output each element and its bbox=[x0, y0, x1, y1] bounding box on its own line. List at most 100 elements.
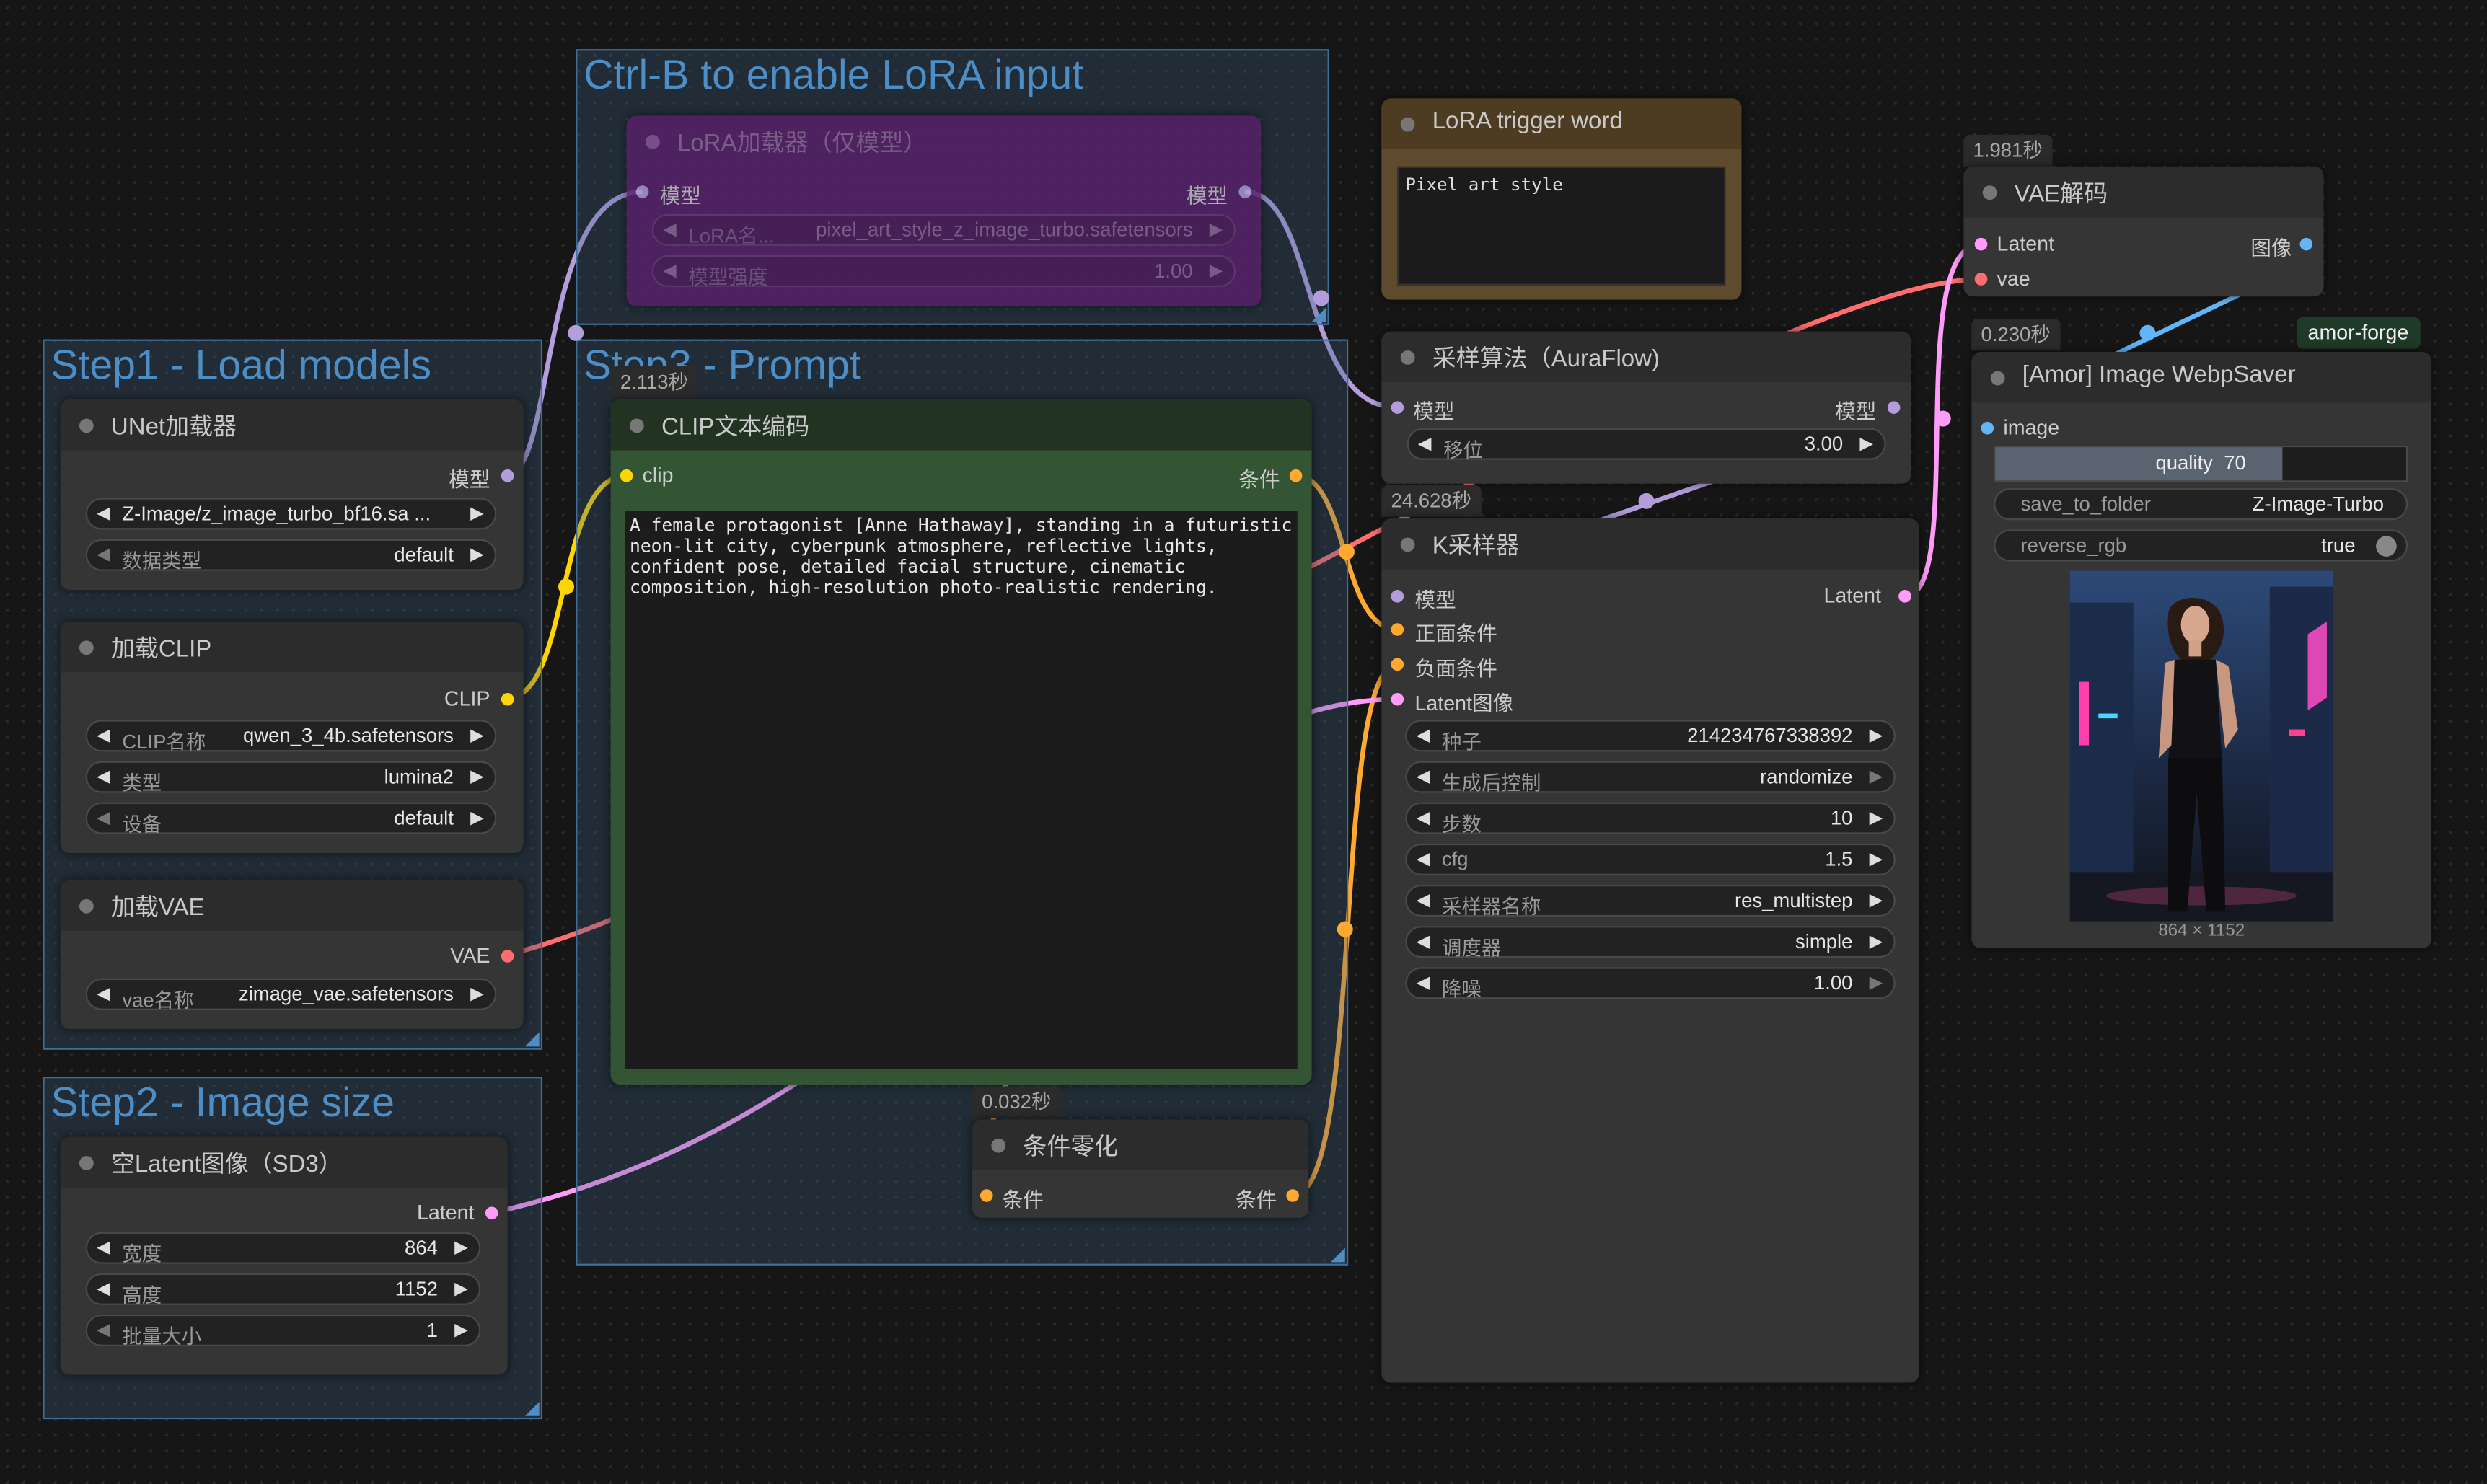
node-ksampler[interactable]: K采样器 模型 正面条件 负面条件 Latent图像 Latent ◀ 种子 2… bbox=[1381, 518, 1919, 1383]
node-vae-decode[interactable]: VAE解码 Latent vae 图像 bbox=[1963, 166, 2324, 297]
output-slot-dot-icon[interactable] bbox=[1289, 469, 1303, 482]
node-header[interactable] bbox=[60, 880, 524, 931]
steps-number[interactable]: ◀ 步数 10 ▶ bbox=[1405, 802, 1896, 836]
node-lora-loader[interactable]: LoRA加载器（仅模型） 模型 模型 ◀ LoRA名... pixel_art_… bbox=[626, 115, 1262, 306]
collapse-dot-icon[interactable] bbox=[1982, 185, 1997, 200]
output-slot-dot-icon[interactable] bbox=[1238, 185, 1252, 198]
arrow-left-icon[interactable]: ◀ bbox=[1416, 973, 1430, 993]
collapse-dot-icon[interactable] bbox=[1400, 350, 1415, 365]
output-slot-dot-icon[interactable] bbox=[501, 950, 514, 963]
arrow-right-icon[interactable]: ▶ bbox=[1869, 767, 1883, 787]
arrow-left-icon[interactable]: ◀ bbox=[97, 1238, 110, 1258]
node-header[interactable] bbox=[972, 1119, 1309, 1170]
arrow-left-icon[interactable]: ◀ bbox=[97, 726, 110, 746]
lora-name-combo[interactable]: ◀ LoRA名... pixel_art_style_z_image_turbo… bbox=[651, 213, 1236, 247]
input-slot-dot-icon[interactable] bbox=[1981, 421, 1994, 435]
clip-name-combo[interactable]: ◀ CLIP名称 qwen_3_4b.safetensors ▶ bbox=[85, 720, 497, 754]
input-slot-dot-icon[interactable] bbox=[620, 469, 633, 482]
clip-type-combo[interactable]: ◀ 类型 lumina2 ▶ bbox=[85, 761, 497, 795]
dtype-combo[interactable]: ◀ 数据类型 default ▶ bbox=[85, 539, 497, 573]
arrow-right-icon[interactable]: ▶ bbox=[470, 808, 484, 828]
clip-device-combo[interactable]: ◀ 设备 default ▶ bbox=[85, 802, 497, 836]
collapse-dot-icon[interactable] bbox=[645, 134, 660, 149]
reverse-rgb-toggle[interactable]: reverse_rgb true bbox=[1994, 529, 2408, 562]
trigger-word-textarea[interactable]: Pixel art style bbox=[1397, 166, 1726, 286]
node-header[interactable] bbox=[1963, 166, 2324, 218]
arrow-left-icon[interactable]: ◀ bbox=[1416, 808, 1430, 828]
arrow-left-icon[interactable]: ◀ bbox=[97, 808, 110, 828]
resize-handle[interactable] bbox=[524, 1032, 540, 1047]
node-unet-loader[interactable]: UNet加载器 模型 ◀ Z-Image/z_image_turbo_bf16.… bbox=[60, 399, 524, 591]
arrow-right-icon[interactable]: ▶ bbox=[1869, 932, 1883, 952]
toggle-knob-icon[interactable] bbox=[2376, 536, 2397, 557]
output-slot-dot-icon[interactable] bbox=[1887, 401, 1901, 414]
arrow-left-icon[interactable]: ◀ bbox=[663, 220, 677, 240]
resize-handle[interactable] bbox=[1330, 1247, 1345, 1263]
node-header[interactable] bbox=[60, 622, 524, 673]
arrow-left-icon[interactable]: ◀ bbox=[97, 767, 110, 787]
input-slot-dot-icon[interactable] bbox=[1974, 273, 1988, 286]
arrow-right-icon[interactable]: ▶ bbox=[454, 1279, 468, 1299]
arrow-right-icon[interactable]: ▶ bbox=[470, 984, 484, 1004]
scheduler-combo[interactable]: ◀ 调度器 simple ▶ bbox=[1405, 926, 1896, 959]
arrow-left-icon[interactable]: ◀ bbox=[663, 261, 677, 281]
collapse-dot-icon[interactable] bbox=[79, 1156, 94, 1170]
arrow-right-icon[interactable]: ▶ bbox=[1869, 726, 1883, 746]
node-empty-latent[interactable]: 空Latent图像（SD3） Latent ◀ 宽度 864 ▶ ◀ 高度 11… bbox=[60, 1136, 508, 1375]
arrow-right-icon[interactable]: ▶ bbox=[1209, 220, 1223, 240]
output-image-preview[interactable] bbox=[2069, 570, 2333, 922]
node-header[interactable] bbox=[60, 399, 524, 451]
collapse-dot-icon[interactable] bbox=[630, 418, 644, 433]
collapse-dot-icon[interactable] bbox=[79, 640, 94, 655]
collapse-dot-icon[interactable] bbox=[1400, 117, 1415, 132]
height-number[interactable]: ◀ 高度 1152 ▶ bbox=[85, 1273, 481, 1307]
node-vae-loader[interactable]: 加载VAE VAE ◀ vae名称 zimage_vae.safetensors… bbox=[60, 880, 524, 1030]
node-header[interactable] bbox=[1381, 331, 1911, 382]
denoise-number[interactable]: ◀ 降噪 1.00 ▶ bbox=[1405, 967, 1896, 1001]
input-slot-dot-icon[interactable] bbox=[980, 1189, 993, 1202]
arrow-right-icon[interactable]: ▶ bbox=[470, 726, 484, 746]
input-slot-dot-icon[interactable] bbox=[1974, 237, 1988, 251]
node-trigger-word[interactable]: LoRA trigger word Pixel art style bbox=[1381, 98, 1742, 300]
arrow-right-icon[interactable]: ▶ bbox=[470, 545, 484, 565]
arrow-right-icon[interactable]: ▶ bbox=[454, 1320, 468, 1341]
output-slot-dot-icon[interactable] bbox=[1286, 1189, 1299, 1202]
input-slot-dot-icon[interactable] bbox=[1391, 623, 1404, 636]
arrow-left-icon[interactable]: ◀ bbox=[1416, 767, 1430, 787]
seed-number[interactable]: ◀ 种子 214234767338392 ▶ bbox=[1405, 720, 1896, 754]
node-webp-saver[interactable]: [Amor] Image WebpSaver image quality 70 … bbox=[1971, 352, 2432, 949]
arrow-right-icon[interactable]: ▶ bbox=[1869, 808, 1883, 828]
node-clip-text-encode[interactable]: CLIP文本编码 clip 条件 A female protagonist [A… bbox=[610, 399, 1312, 1085]
arrow-left-icon[interactable]: ◀ bbox=[1416, 932, 1430, 952]
collapse-dot-icon[interactable] bbox=[79, 898, 94, 914]
arrow-left-icon[interactable]: ◀ bbox=[97, 1320, 110, 1341]
width-number[interactable]: ◀ 宽度 864 ▶ bbox=[85, 1232, 481, 1266]
resize-handle[interactable] bbox=[1311, 307, 1326, 322]
collapse-dot-icon[interactable] bbox=[1990, 371, 2005, 386]
vae-name-combo[interactable]: ◀ vae名称 zimage_vae.safetensors ▶ bbox=[85, 978, 497, 1012]
arrow-left-icon[interactable]: ◀ bbox=[97, 984, 110, 1004]
output-slot-dot-icon[interactable] bbox=[1898, 590, 1911, 603]
sampler-name-combo[interactable]: ◀ 采样器名称 res_multistep ▶ bbox=[1405, 885, 1896, 918]
arrow-right-icon[interactable]: ▶ bbox=[1869, 973, 1883, 993]
input-slot-dot-icon[interactable] bbox=[1391, 401, 1404, 414]
shift-number[interactable]: ◀ 移位 3.00 ▶ bbox=[1407, 428, 1886, 461]
collapse-dot-icon[interactable] bbox=[79, 418, 94, 433]
quality-slider[interactable]: quality 70 bbox=[1994, 445, 2408, 482]
node-aura-sampling[interactable]: 采样算法（AuraFlow) 模型 模型 ◀ 移位 3.00 ▶ bbox=[1381, 331, 1911, 484]
arrow-right-icon[interactable]: ▶ bbox=[1869, 891, 1883, 911]
output-slot-dot-icon[interactable] bbox=[501, 469, 514, 482]
output-slot-dot-icon[interactable] bbox=[485, 1206, 498, 1220]
arrow-left-icon[interactable]: ◀ bbox=[97, 1279, 110, 1299]
arrow-left-icon[interactable]: ◀ bbox=[1416, 849, 1430, 870]
arrow-left-icon[interactable]: ◀ bbox=[97, 545, 110, 565]
arrow-right-icon[interactable]: ▶ bbox=[1869, 849, 1883, 870]
resize-handle[interactable] bbox=[524, 1401, 540, 1416]
arrow-right-icon[interactable]: ▶ bbox=[1209, 261, 1223, 281]
arrow-left-icon[interactable]: ◀ bbox=[1417, 434, 1432, 454]
control-after-generate-combo[interactable]: ◀ 生成后控制 randomize ▶ bbox=[1405, 761, 1896, 795]
input-slot-dot-icon[interactable] bbox=[1391, 658, 1404, 671]
node-conditioning-zero[interactable]: 条件零化 条件 条件 bbox=[972, 1119, 1309, 1218]
node-header[interactable] bbox=[60, 1136, 508, 1188]
